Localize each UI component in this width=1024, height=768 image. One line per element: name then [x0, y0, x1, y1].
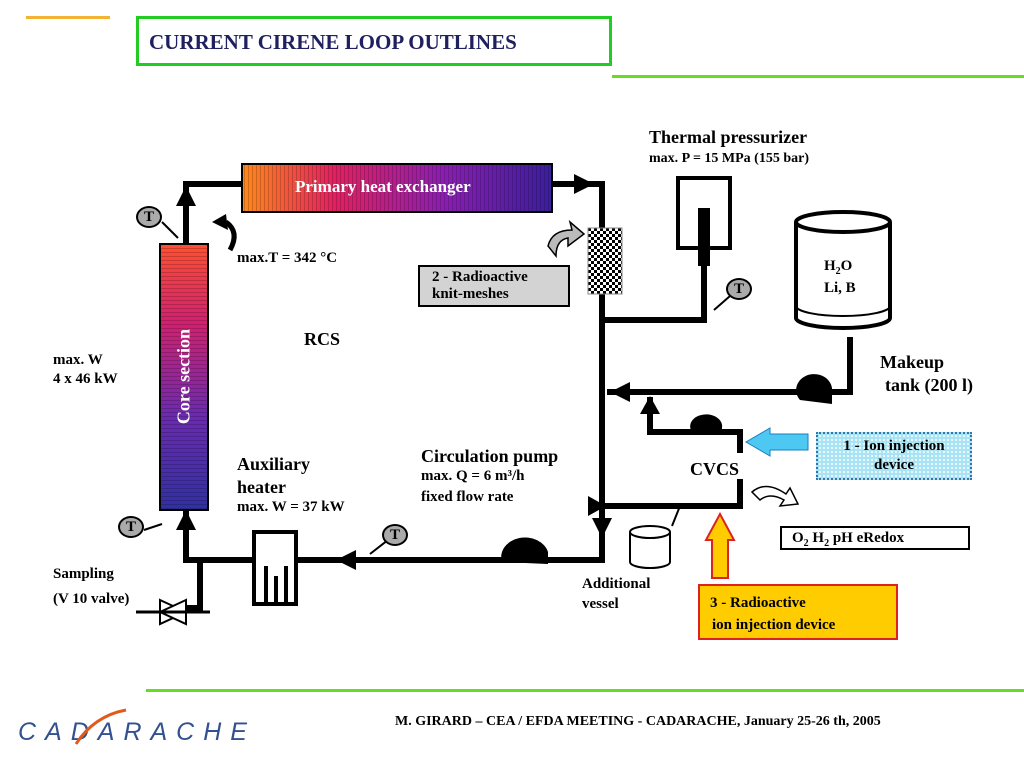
pipe-pressurizer [599, 245, 707, 323]
arrow-up-top [176, 186, 196, 206]
ion-injection-line-2: device [874, 457, 914, 473]
pipe-sampling [183, 562, 203, 611]
slide-title: CURRENT CIRENE LOOP OUTLINES [136, 16, 612, 66]
logo-swoosh [74, 708, 127, 745]
header-accent-line [26, 16, 110, 19]
arrow-left-makeup [610, 382, 630, 402]
header-divider [612, 75, 1024, 78]
arrow-up-bottom [176, 510, 196, 530]
aux-heater-power: max. W = 37 kW [237, 499, 345, 515]
circulation-pump [501, 537, 548, 564]
rcs-label: RCS [304, 329, 341, 349]
pipe-cvcs-bottom [603, 479, 743, 509]
pipe-top-right [549, 181, 605, 558]
knit-meshes-line-1: 2 - Radioactive [432, 269, 528, 285]
power-value: 4 x 46 kW [53, 371, 118, 387]
aux-heater-label-2: heater [237, 477, 286, 497]
makeup-pump [796, 374, 833, 404]
max-temp-label: max.T = 342 °C [237, 250, 338, 266]
pump-flow: max. Q = 6 m³/h [421, 468, 525, 484]
cvcs-pump [690, 414, 723, 434]
tank-li-b-label: Li, B [824, 280, 856, 296]
curved-arrow-cvcs [750, 485, 800, 507]
arrow-left-bottom [336, 550, 356, 570]
additional-vessel-label-1: Additional [582, 576, 651, 592]
makeup-tank [794, 210, 892, 330]
arrow-down-right [592, 518, 612, 538]
pump-title: Circulation pump [421, 446, 559, 466]
footer-divider [146, 689, 1024, 692]
aux-heater-label-1: Auxiliary [237, 454, 311, 474]
temp-sensor-pressurizer: T [726, 278, 752, 300]
pipe-top [183, 181, 245, 243]
sampling-label-2: (V 10 valve) [53, 591, 130, 607]
temp-sensor-core-bottom: T [118, 516, 144, 538]
arrow-up-cvcs [640, 396, 660, 414]
radio-ion-arrow [704, 511, 736, 579]
power-title: max. W [53, 352, 103, 368]
arrow-right-top [574, 174, 594, 194]
ion-injection-box: 1 - Ion injection device [816, 432, 972, 480]
knit-meshes-line-2: knit-meshes [432, 286, 509, 302]
core-section-label-wrap: Core section [134, 329, 234, 424]
core-section-label: Core section [173, 328, 194, 425]
curved-arrow-mesh [547, 219, 586, 259]
makeup-label-2: tank (200 l) [885, 375, 974, 395]
pressurizer-heater [698, 208, 710, 266]
radio-ion-line-1: 3 - Radioactive [710, 595, 806, 611]
additional-vessel-label-2: vessel [582, 596, 619, 612]
heat-exchanger-label: Primary heat exchanger [295, 177, 471, 196]
redox-box: O2 H2 pH eRedox [780, 526, 970, 550]
sampling-label-1: Sampling [53, 566, 114, 582]
temp-sensor-core-top: T [136, 206, 162, 228]
sampling-valve [136, 598, 210, 626]
pressurizer-max: max. P = 15 MPa (155 bar) [649, 151, 810, 166]
pressurizer-title: Thermal pressurizer [649, 127, 808, 147]
temp-sensor-return: T [382, 524, 408, 546]
cadarache-logo: CADARACHE [18, 718, 256, 746]
arrow-right-cvcs [588, 496, 606, 516]
ion-injection-line-1: 1 - Ion injection [843, 438, 945, 454]
curved-arrow-core [224, 219, 237, 252]
radio-ion-line-2: ion injection device [712, 617, 836, 633]
knit-meshes-box: 2 - Radioactive knit-meshes [418, 265, 570, 307]
makeup-label-1: Makeup [880, 352, 945, 372]
pipe-bottom-left [183, 507, 257, 563]
cvcs-label: CVCS [690, 459, 740, 479]
radio-ion-box: 3 - Radioactive ion injection device [698, 584, 898, 640]
pipe-makeup [607, 337, 853, 395]
ion-injection-arrow [745, 427, 809, 457]
additional-vessel [629, 525, 671, 569]
footer-text: M. GIRARD – CEA / EFDA MEETING - CADARAC… [395, 714, 881, 729]
pump-rate: fixed flow rate [421, 489, 514, 505]
knit-mesh-filter [587, 227, 623, 295]
tank-h2o-label: H2O [824, 258, 853, 277]
